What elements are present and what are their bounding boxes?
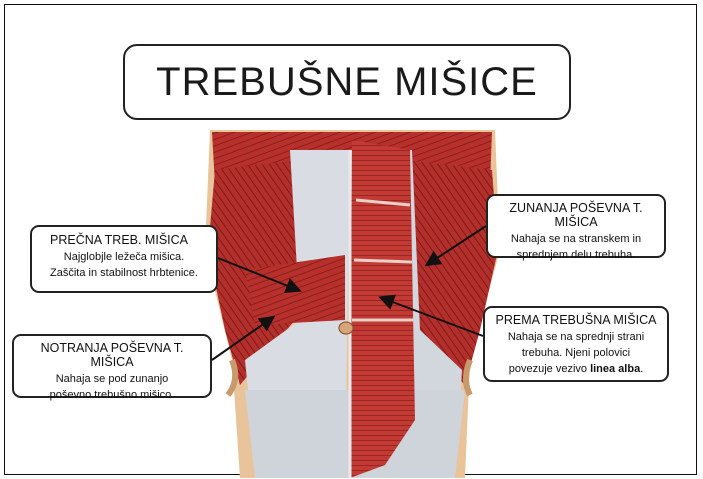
callout-transverse-line2: Zaščita in stabilnost hrbtenice. (38, 266, 210, 282)
callout-rectus-line1: Nahaja se na sprednji strani (491, 330, 661, 346)
callout-internal-oblique-line1: Nahaja se pod zunanjo (18, 372, 206, 388)
callout-transverse: PREČNA TREB. MIŠICA Najglobjle ležeča mi… (30, 225, 218, 293)
callout-rectus: PREMA TREBUŠNA MIŠICA Nahaja se na spred… (483, 306, 669, 382)
callout-transverse-heading: PREČNA TREB. MIŠICA (38, 233, 210, 247)
callout-external-oblique-line2: sprednjem delu trebuha. (494, 248, 658, 264)
callout-rectus-line3-suffix: . (640, 363, 643, 375)
callout-transverse-line1: Najglobjle ležeča mišica. (38, 250, 210, 266)
navel (339, 322, 353, 334)
linea-alba-label: linea alba (590, 363, 640, 375)
callout-rectus-heading: PREMA TREBUŠNA MIŠICA (491, 313, 661, 327)
callout-external-oblique: ZUNANJA POŠEVNA T. MIŠICA Nahaja se na s… (486, 194, 666, 258)
page-title: TREBUŠNE MIŠICE (156, 60, 538, 105)
callout-internal-oblique-line2: poševno trebušno mišico. (18, 388, 206, 404)
title-box: TREBUŠNE MIŠICE (123, 44, 571, 120)
rectus-muscle (350, 140, 415, 478)
callout-internal-oblique: NOTRANJA POŠEVNA T. MIŠICA Nahaja se pod… (12, 334, 212, 398)
callout-rectus-line3: povezuje vezivo linea alba. (491, 362, 661, 378)
callout-rectus-line2: trebuha. Njeni polovici (491, 346, 661, 362)
callout-rectus-line3-prefix: povezuje vezivo (509, 363, 590, 375)
callout-external-oblique-heading: ZUNANJA POŠEVNA T. MIŠICA (494, 201, 658, 229)
callout-internal-oblique-heading: NOTRANJA POŠEVNA T. MIŠICA (18, 341, 206, 369)
callout-external-oblique-line1: Nahaja se na stranskem in (494, 232, 658, 248)
